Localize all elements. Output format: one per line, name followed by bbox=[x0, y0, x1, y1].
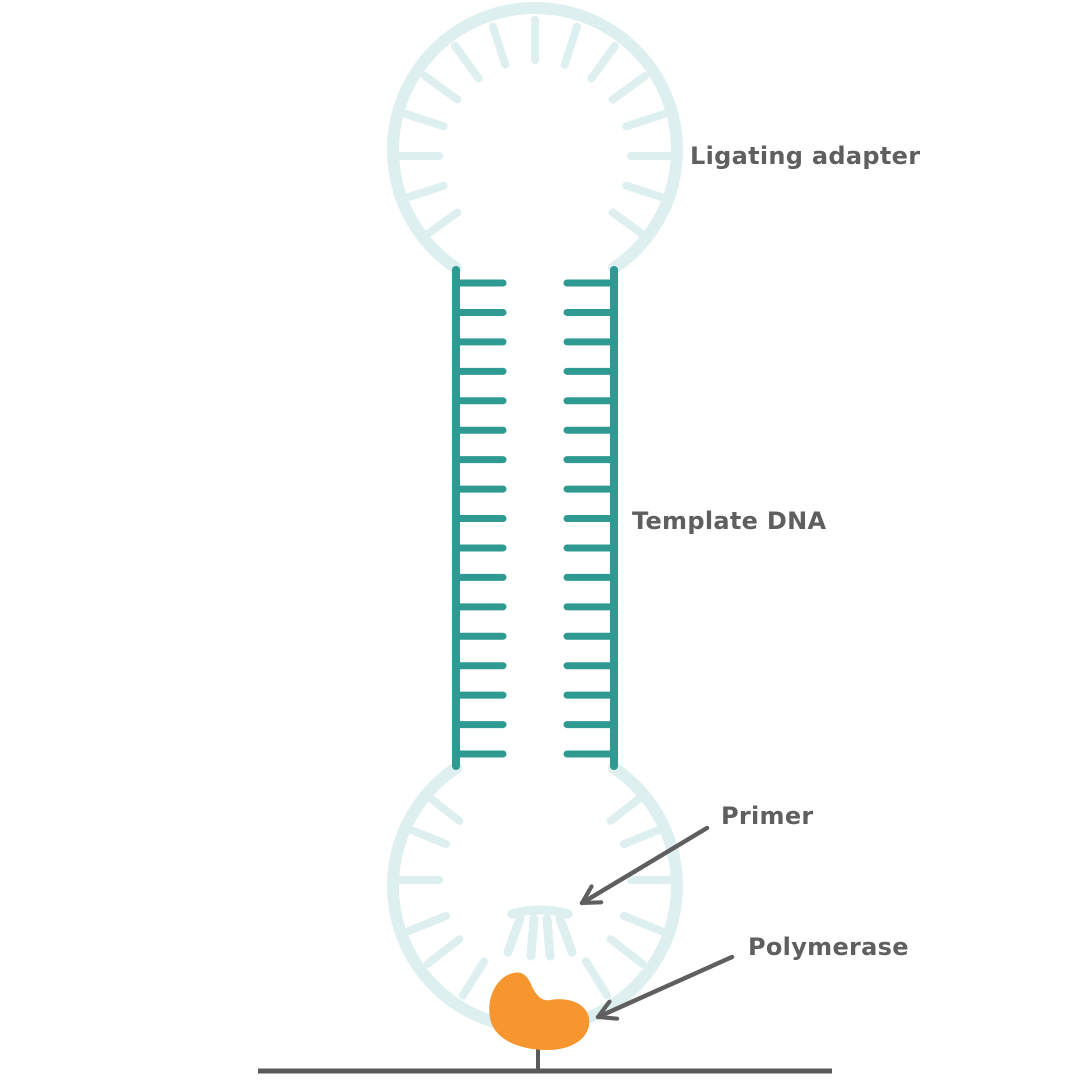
polymerase bbox=[489, 972, 590, 1071]
adapter-base bbox=[606, 935, 647, 968]
adapter-base bbox=[401, 181, 448, 203]
adapter-base bbox=[458, 957, 489, 1000]
ligating-adapter-label: Ligating adapter bbox=[690, 142, 920, 170]
adapter-base bbox=[451, 41, 483, 83]
adapter-base bbox=[587, 41, 619, 83]
adapter-base bbox=[622, 181, 669, 203]
primer-strand bbox=[503, 905, 577, 961]
top-ligating-adapter bbox=[387, 2, 683, 274]
adapter-base bbox=[620, 911, 666, 935]
adapter-base bbox=[620, 825, 666, 849]
template-base-pairs bbox=[452, 279, 618, 758]
adapter-base bbox=[404, 825, 450, 849]
polymerase-blob bbox=[489, 972, 590, 1050]
adapter-base bbox=[608, 208, 650, 240]
adapter-base bbox=[622, 109, 669, 131]
bottom-ligating-adapter bbox=[387, 762, 683, 1034]
template-dna-label: Template DNA bbox=[632, 507, 826, 535]
adapter-base bbox=[420, 72, 462, 104]
primer-label: Primer bbox=[721, 802, 814, 830]
primer-base bbox=[555, 914, 577, 957]
template-dna bbox=[452, 266, 618, 770]
top-adapter-loop bbox=[387, 2, 683, 274]
adapter-base bbox=[608, 72, 650, 104]
primer-arrow bbox=[579, 825, 710, 906]
adapter-base bbox=[423, 792, 464, 825]
adapter-base bbox=[401, 109, 448, 131]
adapter-base bbox=[488, 22, 510, 69]
bottom-adapter-bases bbox=[395, 792, 675, 1000]
adapter-base bbox=[581, 957, 612, 1000]
polymerase-label: Polymerase bbox=[748, 933, 909, 961]
primer-base bbox=[503, 914, 525, 957]
adapter-base bbox=[423, 935, 464, 968]
polymerase-arrow bbox=[595, 954, 735, 1017]
adapter-base bbox=[404, 911, 450, 935]
adapter-base bbox=[420, 208, 462, 240]
adapter-base bbox=[606, 792, 647, 825]
adapter-base bbox=[560, 22, 582, 69]
primer-base bbox=[542, 914, 555, 961]
primer-backbone bbox=[507, 905, 573, 919]
top-adapter-bases bbox=[395, 16, 675, 240]
primer-base bbox=[526, 914, 539, 961]
